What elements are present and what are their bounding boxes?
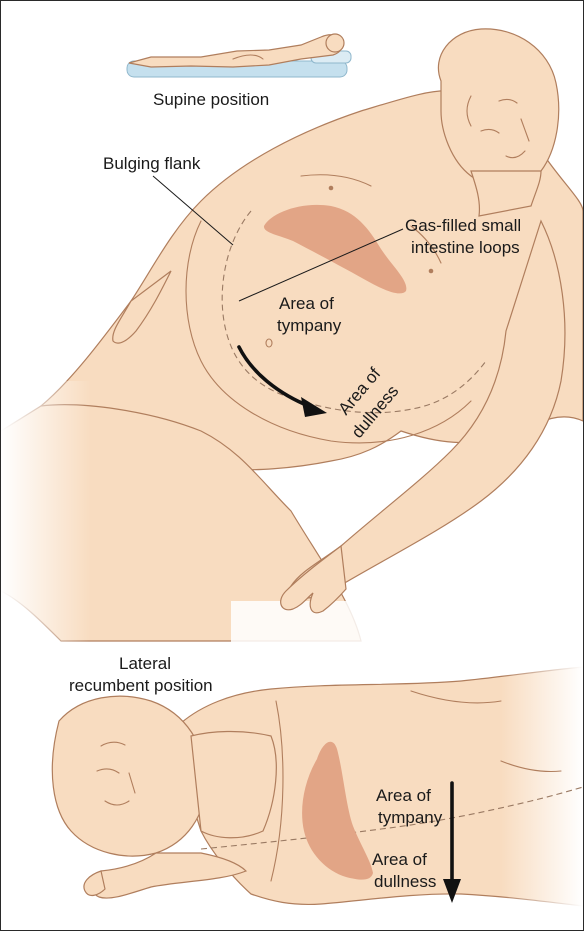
supine-nipple-right [429, 269, 434, 274]
supine-thumbnail [127, 34, 351, 77]
thumbnail-head [326, 34, 344, 52]
label-lateral-dullness-line1: Area of [372, 850, 427, 869]
label-lateral-tympany-line2: tympany [378, 808, 443, 827]
supine-figure [1, 29, 583, 661]
label-gas-line1: Gas-filled small [405, 216, 521, 235]
lateral-figure [52, 661, 583, 911]
lateral-title-line2: recumbent position [69, 676, 213, 695]
label-lateral-tympany-line1: Area of [376, 786, 431, 805]
label-supine-tympany-line1: Area of [279, 294, 334, 313]
supine-nipple-left [329, 186, 334, 191]
lateral-arm [92, 853, 246, 898]
supine-title: Supine position [153, 90, 269, 109]
lateral-hand [84, 871, 105, 895]
label-supine-tympany-line2: tympany [277, 316, 342, 335]
label-gas-line2: intestine loops [411, 238, 520, 257]
label-lateral-dullness-line2: dullness [374, 872, 436, 891]
lateral-head [52, 696, 206, 856]
lateral-shoulder [191, 731, 276, 837]
label-bulging-flank: Bulging flank [103, 154, 201, 173]
lateral-title-line1: Lateral [119, 654, 171, 673]
